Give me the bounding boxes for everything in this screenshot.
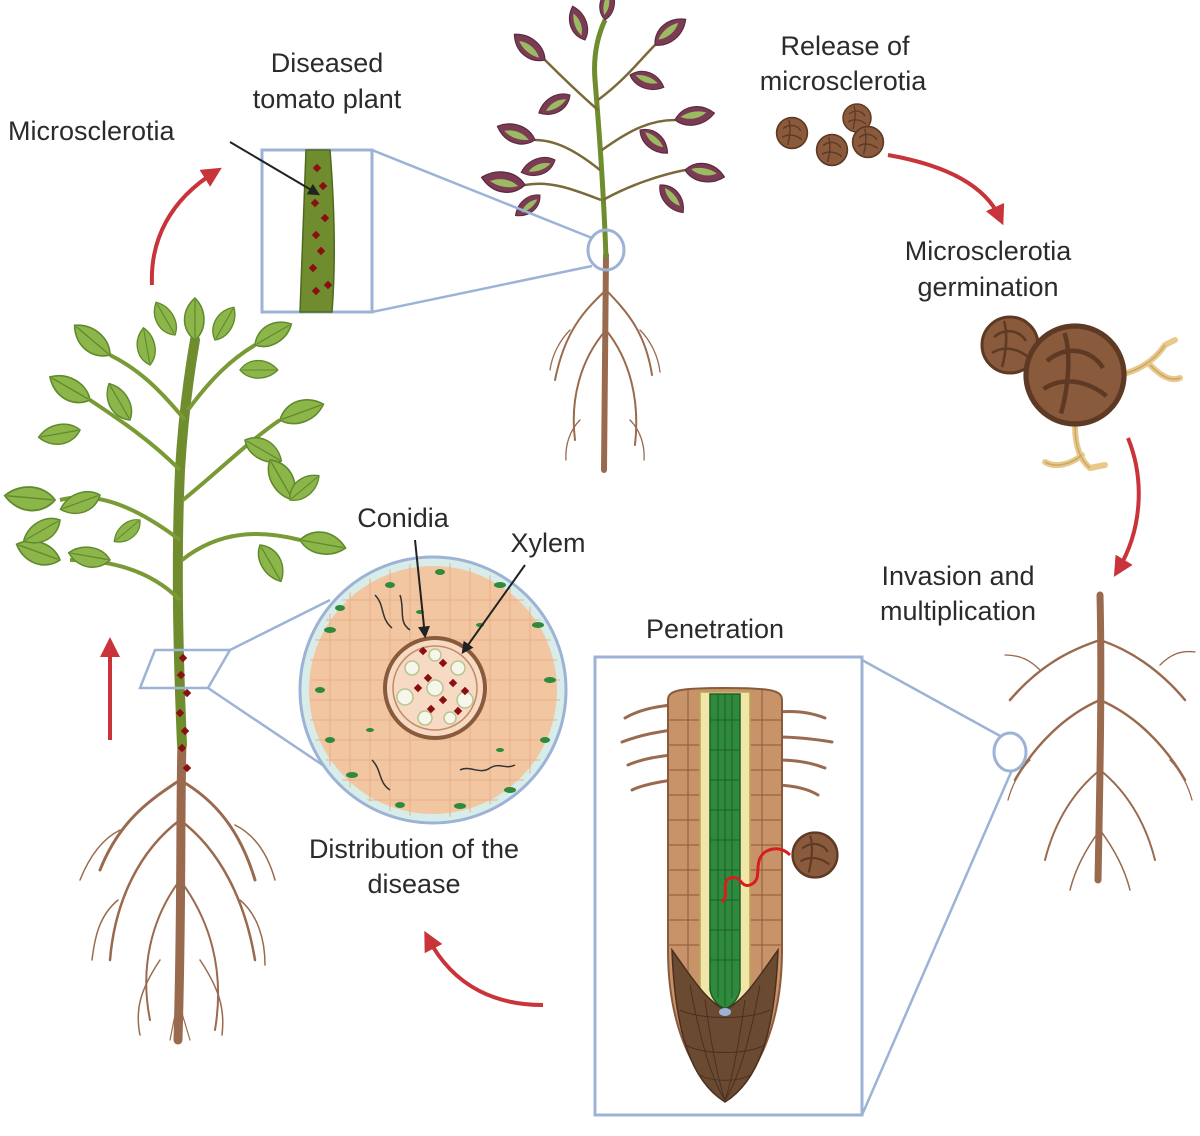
label-germination-line1: Microsclerotia — [905, 236, 1073, 266]
zoom-circle-root — [992, 731, 1028, 773]
cycle-arrows — [100, 153, 1141, 1007]
microsclerotium-icon — [791, 831, 839, 879]
xylem-pointer — [461, 564, 526, 654]
label-germination-line2: germination — [917, 272, 1058, 302]
microsclerotia-pointer — [229, 141, 321, 196]
diagram-labels: Microsclerotia Diseased tomato plant Rel… — [8, 31, 1072, 899]
zoom-lines-stem — [138, 598, 331, 772]
arrow-icon — [1113, 437, 1141, 577]
label-penetration: Penetration — [646, 614, 784, 644]
label-microsclerotia: Microsclerotia — [8, 116, 176, 146]
hypha-icon — [371, 594, 516, 791]
diseased-tomato-plant — [479, 0, 727, 473]
label-release-line1: Release of — [780, 31, 910, 61]
label-release-line2: microsclerotia — [760, 66, 928, 96]
hypha-icon — [720, 847, 792, 904]
arrow-icon — [149, 167, 222, 286]
diseased-stem-inset — [229, 141, 593, 314]
label-invasion-line1: Invasion and — [881, 561, 1034, 591]
germinating-microsclerotia — [980, 315, 1183, 471]
label-xylem: Xylem — [510, 528, 585, 558]
label-diseased-line1: Diseased — [271, 48, 384, 78]
conidia-pointer — [414, 539, 430, 639]
label-diseased-line2: tomato plant — [253, 84, 402, 114]
stem-cross-section — [298, 539, 568, 825]
invaded-root — [1004, 591, 1196, 891]
arrow-icon — [887, 153, 1005, 226]
label-distribution-line2: disease — [367, 869, 460, 899]
penetration-inset — [593, 655, 864, 1117]
conidia-dots — [413, 646, 470, 716]
zoom-circle-stem — [586, 228, 626, 272]
infected-tomato-plant — [2, 297, 349, 1045]
microsclerotium-icon — [775, 103, 885, 167]
label-invasion-line2: multiplication — [880, 596, 1036, 626]
arrow-icon — [424, 930, 544, 1007]
label-distribution-line1: Distribution of the — [309, 834, 519, 864]
label-conidia: Conidia — [357, 503, 450, 533]
